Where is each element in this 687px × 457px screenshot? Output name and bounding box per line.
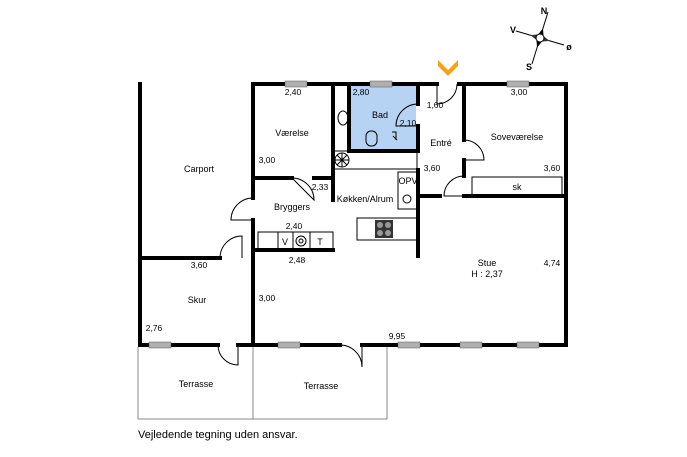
stue-height: H : 2,37 (471, 269, 503, 279)
dim-skur-side: 2,76 (146, 323, 163, 333)
fixtures (295, 110, 412, 247)
room-carport: Carport (184, 164, 215, 174)
room-skur: Skur (188, 295, 207, 305)
room-kokken: Køkken/Alrum (337, 194, 394, 204)
dim-vaerelse-top: 2,40 (285, 87, 302, 97)
dim-stue-left: 3,00 (259, 293, 276, 303)
room-sovevaerelse: Soveværelse (491, 132, 544, 142)
compass-o: ø (566, 42, 572, 52)
dim-bryggers-below: 2,48 (289, 255, 306, 265)
label-v: V (282, 237, 288, 247)
fixture-lines (257, 150, 563, 251)
dim-bad-side: 2,10 (400, 118, 417, 128)
label-opv: OPV (398, 176, 417, 186)
room-bryggers: Bryggers (274, 202, 311, 212)
dim-stue-bottom: 9,95 (389, 331, 406, 341)
room-entre: Entré (430, 138, 452, 148)
dim-entre-side: 3,60 (424, 163, 441, 173)
stove-icon (375, 220, 393, 238)
room-bad: Bad (372, 110, 388, 120)
dim-sove-top: 3,00 (511, 87, 528, 97)
compass-icon (515, 11, 565, 65)
bath-sink (337, 110, 349, 126)
room-stue: Stue (478, 258, 497, 268)
label-t: T (317, 237, 323, 247)
compass-v: V (510, 25, 516, 35)
dim-bad-top: 2,80 (353, 87, 370, 97)
room-terrasse-right: Terrasse (304, 381, 339, 391)
entrance-arrow-icon (438, 60, 458, 76)
utility-sink (295, 235, 307, 247)
dim-stue-side: 4,74 (544, 258, 561, 268)
dim-entre-top: 1,60 (427, 100, 444, 110)
bath-fill (349, 86, 416, 151)
compass-s: S (526, 62, 532, 72)
disclaimer-caption: Vejledende tegning uden ansvar. (138, 429, 298, 441)
kitchen-sink (402, 194, 412, 204)
dim-vaerelse-side: 3,00 (259, 155, 276, 165)
dim-vaerelse-bottom: 2,33 (312, 182, 329, 192)
doors (217, 83, 485, 368)
dim-sove-side: 3,60 (544, 163, 561, 173)
room-vaerelse: Værelse (275, 128, 309, 138)
room-terrasse-left: Terrasse (179, 379, 214, 389)
dim-bryggers-bottom: 2,40 (286, 221, 303, 231)
tap-icon (392, 131, 398, 141)
dim-skur-top: 3,60 (191, 260, 208, 270)
compass-n: N (541, 6, 548, 16)
toilet (365, 130, 378, 147)
terrace-outline (137, 347, 388, 420)
room-sk: sk (513, 182, 523, 192)
windows (148, 80, 540, 349)
